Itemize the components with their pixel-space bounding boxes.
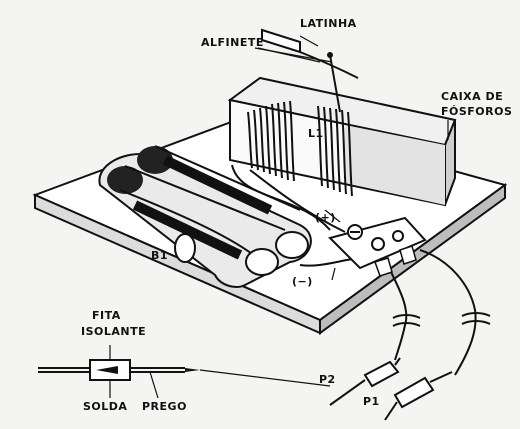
label-fita-line1: FITA: [92, 309, 121, 322]
wires: [231, 164, 477, 376]
wire-break-marks: [392, 312, 491, 327]
leader-lines: [254, 47, 449, 281]
label-caixa-line1: CAIXA DE: [441, 90, 504, 103]
label-p1: P1: [363, 395, 380, 408]
label-fita-line2: ISOLANTE: [81, 325, 147, 338]
label-latinha: LATINHA: [300, 17, 357, 30]
label-prego: PREGO: [142, 400, 187, 413]
label-p2: P2: [319, 373, 336, 386]
probe-p2: [329, 357, 401, 406]
label-b1: B1: [151, 249, 169, 262]
terminal-strip: [328, 216, 427, 277]
nail-detail: [38, 345, 331, 399]
pin: [327, 52, 341, 113]
probe-p1: [384, 371, 453, 421]
label-l1: L1: [308, 127, 324, 140]
label-alfinete: ALFINETE: [201, 36, 264, 49]
label-solda: SOLDA: [83, 400, 128, 413]
tin-strip: [261, 28, 359, 79]
coil-l1: [247, 100, 353, 197]
label-caixa-line2: FÓSFOROS: [441, 105, 513, 118]
label-plus: (+): [315, 211, 336, 224]
label-minus: (−): [292, 275, 313, 288]
battery-holder: [98, 145, 312, 288]
